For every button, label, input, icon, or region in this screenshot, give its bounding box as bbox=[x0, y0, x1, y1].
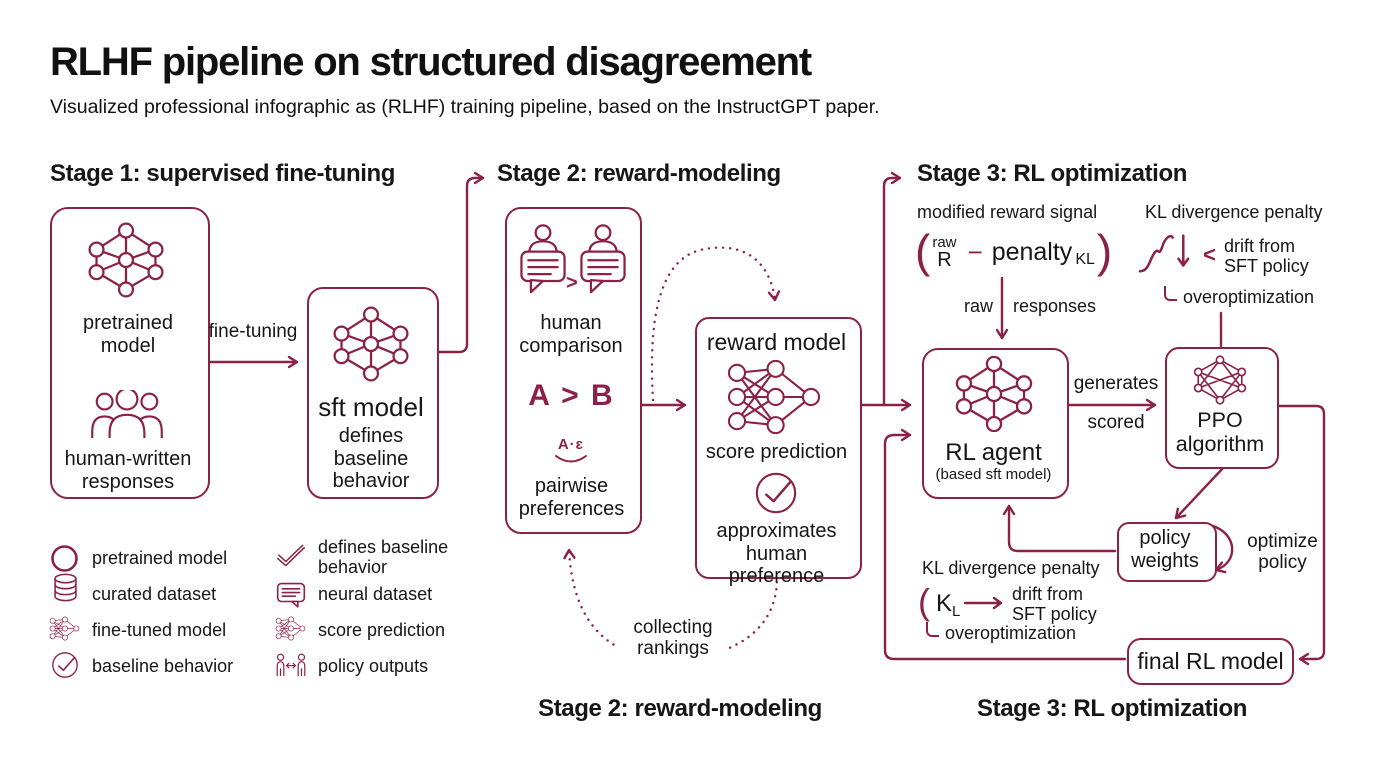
page-subtitle: Visualized professional infographic as (… bbox=[50, 96, 880, 118]
legend-label: defines baseline behavior bbox=[318, 537, 449, 578]
less-than-icon: < bbox=[1203, 242, 1216, 267]
stage2-footer: Stage 2: reward-modeling bbox=[538, 695, 822, 722]
legend-label: curated dataset bbox=[92, 584, 217, 604]
network-icon bbox=[275, 616, 306, 641]
legend-label: score prediction bbox=[318, 620, 446, 640]
corner-connector-icon bbox=[1164, 286, 1177, 301]
network-icon bbox=[49, 616, 80, 641]
collecting-rankings-label: collecting rankings bbox=[617, 616, 729, 662]
legend-label: pretrained model bbox=[92, 548, 228, 568]
close-paren: ) bbox=[1096, 225, 1113, 278]
human-comparison-label: human comparison bbox=[519, 312, 623, 357]
stage1-header: Stage 1: supervised fine-tuning bbox=[50, 160, 395, 187]
circle-icon bbox=[51, 545, 78, 572]
greater-than-icon: > bbox=[566, 272, 578, 294]
dotted-arrow-collecting-rankings bbox=[563, 548, 779, 661]
arrow-optimize-policy bbox=[1211, 524, 1234, 574]
overoptimization-label-top: overoptimization bbox=[1183, 287, 1315, 307]
sft-model-box bbox=[307, 287, 439, 499]
page-title: RLHF pipeline on structured disagreement bbox=[50, 40, 812, 84]
formula-r: R bbox=[937, 248, 952, 271]
kl-symbol: KL bbox=[936, 590, 960, 620]
arrow-reward-to-stage3 bbox=[882, 171, 902, 407]
smile-curve-icon bbox=[554, 454, 588, 466]
stage3-footer: Stage 3: RL optimization bbox=[977, 695, 1247, 722]
overoptimization-label-bottom: overoptimization bbox=[945, 623, 1077, 643]
right-arrow-icon bbox=[963, 596, 1003, 610]
sft-model-label: sft model bbox=[318, 392, 424, 422]
arrow-ppo-to-final-model bbox=[1275, 404, 1326, 666]
rl-agent-sub-label: (based sft model) bbox=[935, 466, 1052, 483]
kl-subscript: L bbox=[952, 603, 961, 620]
formula-penalty: penalty bbox=[991, 237, 1073, 266]
open-paren: ( bbox=[918, 581, 930, 622]
checkmark-icon bbox=[276, 542, 306, 566]
legend-label: neural dataset bbox=[318, 584, 433, 604]
policy-outputs-icon bbox=[275, 653, 307, 677]
person-speech-bubble-icon bbox=[518, 218, 568, 306]
arrow-final-model-loop bbox=[883, 428, 1127, 661]
check-circle-icon bbox=[51, 651, 79, 679]
rl-agent-label: RL agent bbox=[945, 439, 1042, 466]
legend-label: policy outputs bbox=[318, 656, 429, 676]
person-speech-bubble-icon bbox=[578, 218, 628, 306]
legend-label: fine-tuned model bbox=[92, 620, 227, 640]
ppo-box bbox=[1165, 347, 1279, 469]
open-paren: ( bbox=[915, 225, 931, 278]
legend-label: baseline behavior bbox=[92, 656, 234, 676]
formula-raw: raw bbox=[932, 233, 957, 251]
neural-network-icon bbox=[87, 222, 165, 298]
drift-label-bottom: drift from SFT policy bbox=[1012, 584, 1097, 625]
reward-formula: ( raw R − penalty KL ) bbox=[915, 226, 1112, 278]
responses-edge-label: responses bbox=[1013, 296, 1097, 316]
check-circle-icon bbox=[754, 471, 798, 515]
kl-penalty-title-bottom: KL divergence penalty bbox=[922, 558, 1100, 578]
raw-edge-label: raw bbox=[963, 296, 993, 316]
pretrained-model-label: pretrained model bbox=[82, 312, 174, 357]
approximates-label: approximates human preference bbox=[716, 520, 837, 588]
final-rl-model-label: final RL model bbox=[1137, 648, 1284, 674]
reward-model-label: reward model bbox=[706, 329, 847, 355]
neural-network-icon bbox=[724, 360, 824, 434]
modified-reward-label: modified reward signal bbox=[917, 202, 1098, 222]
neural-network-icon bbox=[952, 356, 1036, 432]
formula-kl: KL bbox=[1075, 251, 1095, 268]
speech-bubble-icon bbox=[276, 582, 306, 608]
kl-penalty-title-top: KL divergence penalty bbox=[1145, 202, 1323, 222]
kl-k: K bbox=[936, 590, 953, 617]
pairwise-preferences-label: pairwise preferences bbox=[518, 475, 625, 520]
scored-edge-label: scored bbox=[1087, 412, 1145, 433]
optimize-policy-label: optimize policy bbox=[1247, 531, 1318, 573]
a-greater-b-label: A > B bbox=[528, 379, 615, 412]
arrow-ppo-to-policy-weights bbox=[1174, 465, 1226, 520]
people-icon bbox=[83, 390, 171, 438]
drift-label-top: drift from SFT policy bbox=[1224, 236, 1309, 277]
stage3-header: Stage 3: RL optimization bbox=[917, 160, 1187, 187]
database-icon bbox=[53, 573, 78, 602]
corner-connector-icon bbox=[926, 622, 939, 637]
stage2-header: Stage 2: reward-modeling bbox=[497, 160, 781, 187]
arrow-policy-weights-to-rl-agent bbox=[1002, 504, 1117, 553]
sft-caption: defines baseline behavior bbox=[332, 425, 410, 493]
score-prediction-label: score prediction bbox=[705, 441, 848, 463]
neural-network-icon bbox=[332, 306, 410, 382]
human-written-label: human-written responses bbox=[64, 448, 192, 493]
neural-network-icon bbox=[1190, 355, 1250, 405]
pairwise-glyph-icon: A·ɛ bbox=[557, 436, 585, 453]
policy-weights-label: policy weights bbox=[1131, 527, 1199, 572]
minus-icon: − bbox=[967, 236, 983, 267]
fine-tuning-edge-label: fine-tuning bbox=[208, 321, 298, 342]
final-rl-model-box: final RL model bbox=[1127, 638, 1294, 685]
distribution-curve-icon bbox=[1137, 226, 1193, 278]
dotted-arrow-to-reward-model bbox=[650, 246, 781, 402]
arrow-sft-to-stage2 bbox=[435, 171, 485, 354]
policy-weights-box bbox=[1117, 522, 1217, 582]
generates-edge-label: generates bbox=[1073, 373, 1159, 394]
ppo-label: PPO algorithm bbox=[1175, 408, 1265, 457]
